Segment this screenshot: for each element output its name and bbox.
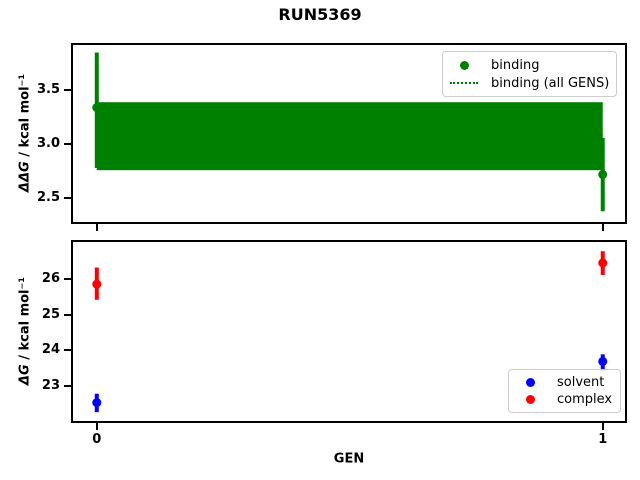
bottom-plot-area: [92, 251, 608, 413]
y-tick-mark: [64, 197, 71, 200]
complex-data-point: [598, 258, 608, 268]
top-legend: binding binding (all GENS): [442, 51, 617, 97]
binding-data-point: [598, 170, 608, 180]
legend-handle: [449, 60, 479, 70]
x-tick-mark: [95, 423, 98, 430]
bottom-legend: solvent complex: [508, 369, 621, 413]
solvent-data-point: [598, 356, 608, 366]
legend-label: binding: [491, 57, 540, 73]
solvent-data-point: [92, 398, 102, 408]
legend-handle: [449, 82, 479, 84]
bottom-y-axis-label: ΔG / kcal mol⁻¹: [18, 277, 33, 385]
top-plot-area: [92, 52, 608, 212]
y-tick-label: 26: [41, 271, 60, 287]
dotted-line-icon: [450, 82, 478, 84]
x-tick-mark: [601, 224, 604, 231]
x-tick-label: 1: [598, 432, 608, 447]
legend-handle: [515, 395, 545, 404]
y-tick-mark: [64, 349, 71, 352]
figure-title: RUN5369: [278, 5, 362, 24]
y-tick-label: 2.5: [36, 190, 60, 206]
x-axis-label: GEN: [333, 451, 365, 467]
top-axes: [71, 43, 627, 224]
legend-item-solvent: solvent: [515, 374, 613, 391]
complex-data-point: [92, 279, 102, 289]
y-tick-label: 24: [41, 342, 60, 358]
y-tick-label: 25: [41, 306, 60, 322]
x-tick-mark: [601, 423, 604, 430]
y-tick-label: 23: [41, 377, 60, 393]
top-y-axis-label-math: ΔΔG: [17, 161, 33, 193]
legend-label: binding (all GENS): [491, 75, 610, 91]
x-tick-mark: [95, 224, 98, 231]
y-tick-mark: [64, 313, 71, 316]
y-tick-label: 3.5: [36, 82, 60, 98]
binding-data-point: [92, 103, 102, 113]
binding-marker-icon: [459, 60, 469, 70]
legend-label: complex: [557, 392, 613, 407]
bottom-axes: [71, 240, 627, 423]
y-tick-label: 3.0: [36, 136, 60, 152]
legend-item-complex: complex: [515, 391, 613, 408]
y-tick-mark: [64, 143, 71, 146]
legend-handle: [515, 378, 545, 387]
legend-item-binding-all-gens: binding (all GENS): [449, 74, 609, 92]
legend-item-binding: binding: [449, 56, 609, 74]
complex-marker-icon: [525, 395, 535, 404]
x-tick-label: 0: [92, 432, 102, 447]
y-tick-mark: [64, 278, 71, 281]
y-tick-mark: [64, 384, 71, 387]
legend-label: solvent: [557, 375, 605, 390]
solvent-marker-icon: [525, 378, 535, 387]
y-tick-mark: [64, 89, 71, 92]
